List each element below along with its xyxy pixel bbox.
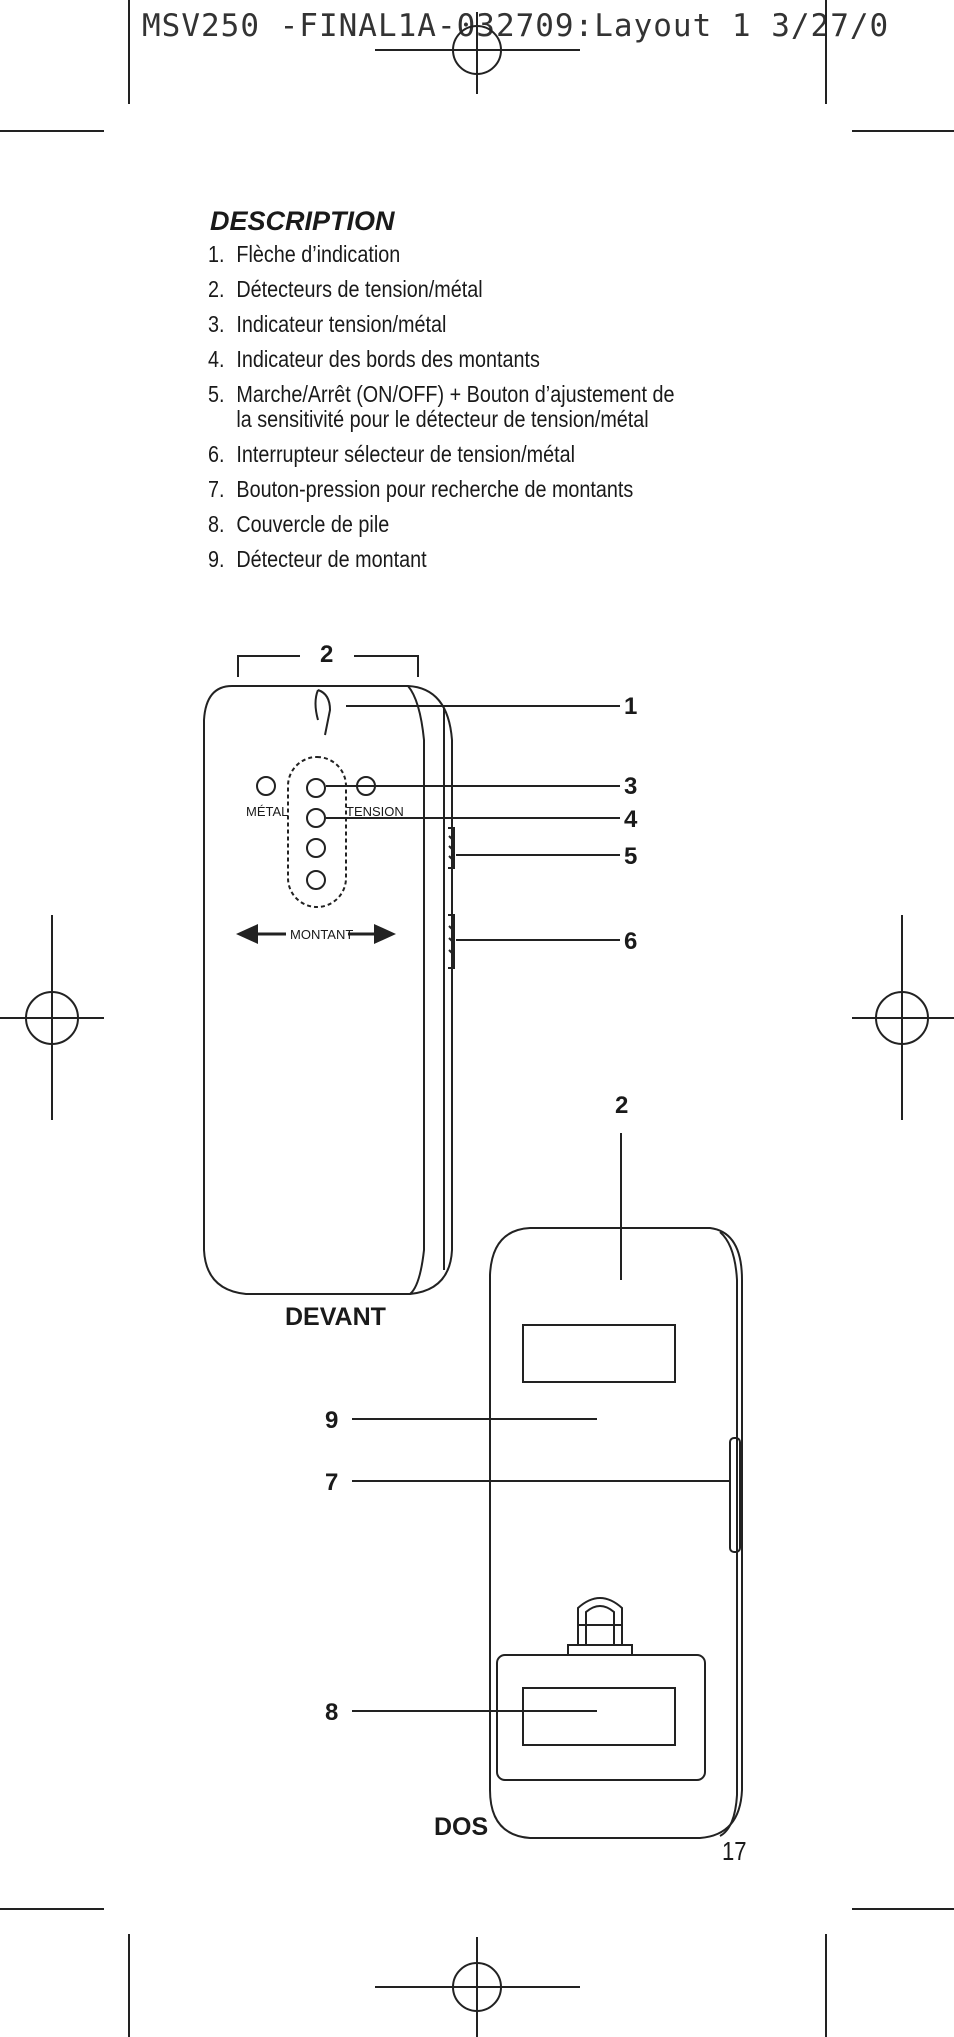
callout-number-5: 5 xyxy=(624,843,637,870)
front-label-montant: MONTANT xyxy=(290,927,353,942)
list-item: 8.Couvercle de pile xyxy=(208,511,390,537)
list-item: 1.Flèche d’indication xyxy=(208,241,401,267)
montant-arrow-icon xyxy=(236,924,396,944)
list-item: 6.Interrupteur sélecteur de tension/méta… xyxy=(208,441,576,467)
printer-slug: MSV250 -FINAL1A-032709:Layout 1 3/27/0 xyxy=(142,8,890,44)
back-window-top xyxy=(522,1324,676,1383)
registration-target-left xyxy=(0,915,104,1120)
crop-mark-top-left-horizontal xyxy=(0,130,104,132)
indicator-led-1 xyxy=(306,778,326,798)
battery-clip xyxy=(567,1597,633,1655)
crop-mark-bottom-right-horizontal xyxy=(852,1908,954,1910)
front-device-body xyxy=(203,685,453,1295)
front-device xyxy=(203,685,455,1295)
crop-mark-bottom-left-horizontal xyxy=(0,1908,104,1910)
registration-target-bottom xyxy=(375,1937,580,2037)
callout-number-1: 1 xyxy=(624,693,637,720)
list-item: 7.Bouton-pression pour recherche de mont… xyxy=(208,476,634,502)
callout-number-2-back: 2 xyxy=(615,1092,628,1119)
crop-mark-top-right-vertical xyxy=(825,0,827,104)
back-device xyxy=(489,1227,743,1839)
indicator-led-4 xyxy=(306,870,326,890)
indicator-led-3 xyxy=(306,838,326,858)
front-label-tension: TENSION xyxy=(346,804,404,819)
crop-mark-top-left-vertical xyxy=(128,0,130,104)
callout-number-6: 6 xyxy=(624,928,637,955)
front-side-switch xyxy=(448,914,455,969)
callout-number-3: 3 xyxy=(624,773,637,800)
callout-number-8: 8 xyxy=(325,1699,338,1726)
indicator-led-2 xyxy=(306,808,326,828)
indicator-dashed-frame xyxy=(287,756,347,908)
callout-number-7: 7 xyxy=(325,1469,338,1496)
list-item: 4.Indicateur des bords des montants xyxy=(208,346,540,372)
callout-number-9: 9 xyxy=(325,1407,338,1434)
callout-number-2-front: 2 xyxy=(320,641,333,668)
front-caption: DEVANT xyxy=(285,1303,386,1331)
description-title: DESCRIPTION xyxy=(210,206,395,236)
registration-target-top xyxy=(375,12,580,94)
list-item: 2.Détecteurs de tension/métal xyxy=(208,276,483,302)
registration-target-right xyxy=(852,915,954,1120)
crop-mark-top-right-horizontal xyxy=(852,130,954,132)
page-number: 17 xyxy=(722,1836,747,1866)
front-label-metal: MÉTAL xyxy=(246,804,288,819)
back-window-bottom xyxy=(522,1687,676,1746)
description-list: 1.Flèche d’indication 2.Détecteurs de te… xyxy=(208,242,690,582)
list-item: 5.Marche/Arrêt (ON/OFF) + Bouton d’ajust… xyxy=(208,381,675,432)
crop-mark-bottom-left-vertical xyxy=(128,1934,130,2037)
front-side-button xyxy=(448,827,455,869)
callout-number-4: 4 xyxy=(624,806,638,833)
back-caption: DOS xyxy=(434,1813,488,1841)
front-bracket-2 xyxy=(237,655,419,677)
back-stud-button xyxy=(729,1437,741,1553)
indication-arrow-icon xyxy=(314,689,332,736)
metal-sensor-led xyxy=(256,776,276,796)
back-device-body xyxy=(489,1227,743,1839)
crop-mark-bottom-right-vertical xyxy=(825,1934,827,2037)
list-item: 3.Indicateur tension/métal xyxy=(208,311,447,337)
battery-cover xyxy=(496,1654,706,1781)
list-item: 9.Détecteur de montant xyxy=(208,546,427,572)
